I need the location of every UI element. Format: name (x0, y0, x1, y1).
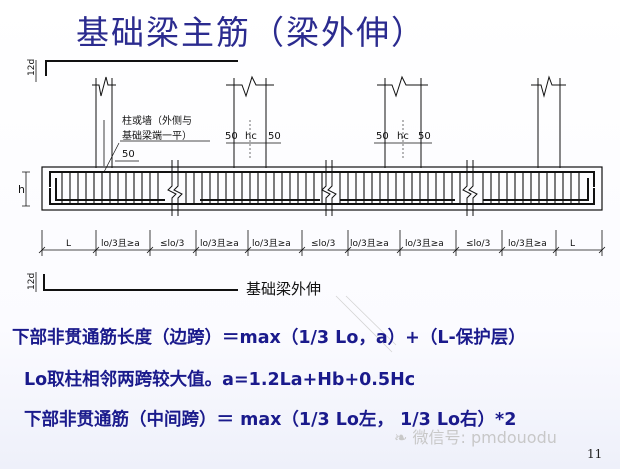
span-label: L (570, 239, 575, 249)
column-note-line1: 柱或墙（外侧与 (122, 114, 192, 127)
column-1 (92, 76, 116, 168)
dim-50-c: 50 (376, 131, 389, 142)
formula-line-1: 下部非贯通筋长度（边跨）＝max（1/3 Lo，a）+（L-保护层） (12, 328, 526, 348)
dimension-tick (244, 230, 252, 256)
dimension-tick (146, 230, 154, 256)
beam-outline (41, 166, 603, 211)
dim-50-e: 50 (122, 149, 135, 160)
dim-50-d: 50 (418, 131, 431, 142)
watermark-text: 微信号: pmdouodu (412, 428, 557, 447)
break-marks (167, 160, 478, 216)
span-label: lo/3且≥a (405, 238, 444, 249)
decorative-lines (335, 295, 397, 353)
dimension-tick (552, 230, 560, 256)
dim-hc-b: hc (397, 131, 409, 142)
column-note-line2: 基础梁端一平） (122, 129, 192, 142)
span-labels: L lo/3且≥a ≤lo/3 lo/3且≥a lo/3且≥a ≤lo/3 lo… (66, 238, 575, 249)
slide-title: 基础梁主筋（梁外伸） (76, 13, 426, 52)
dim-50-a: 50 (225, 131, 238, 142)
span-label: ≤lo/3 (160, 239, 184, 249)
dimension-tick (344, 230, 352, 256)
dim-12d-top: 12d (27, 59, 37, 76)
stirrups (61, 172, 580, 204)
dim-50-b: 50 (268, 131, 281, 142)
column-2 (226, 75, 274, 168)
span-label: lo/3且≥a (101, 238, 140, 249)
span-label: lo/3且≥a (252, 238, 291, 249)
dimension-tick (298, 230, 306, 256)
dimension-tick (396, 230, 404, 256)
wechat-icon: ❧ (394, 428, 408, 447)
span-label: ≤lo/3 (311, 239, 335, 249)
extension-label: 基础梁外伸 (246, 280, 321, 298)
span-label: lo/3且≥a (508, 238, 547, 249)
dimension-tick (192, 230, 200, 256)
top-extension-rebar (45, 60, 238, 76)
dim-h: h (18, 183, 25, 196)
span-label: lo/3且≥a (350, 238, 389, 249)
dimension-tick (598, 230, 606, 256)
dim-12d-bottom: 12d (27, 273, 37, 290)
watermark: ❧ 微信号: pmdouodu (394, 424, 557, 448)
span-label: lo/3且≥a (200, 238, 239, 249)
formula-line-2: Lo取柱相邻两跨较大值。a=1.2La+Hb+0.5Hc (24, 370, 416, 390)
bottom-noncontinuous-rebar-1 (55, 178, 165, 201)
dimension-ticks (38, 230, 606, 256)
column-3 (377, 75, 428, 168)
formula-line-3: 下部非贯通筋（中间跨）＝ max（1/3 Lo左， 1/3 Lo右）*2 (24, 410, 517, 430)
bottom-noncontinuous-rebar-4 (483, 178, 589, 201)
column-4 (531, 75, 566, 168)
bottom-extension-rebar (43, 274, 238, 291)
dim-hc-a: hc (245, 131, 257, 142)
dimension-tick (38, 230, 46, 256)
page-number: 11 (587, 447, 603, 461)
span-label: L (66, 239, 71, 249)
dimension-tick (92, 230, 100, 256)
dimension-tick (452, 230, 460, 256)
dimension-tick (498, 230, 506, 256)
span-label: ≤lo/3 (466, 239, 490, 249)
